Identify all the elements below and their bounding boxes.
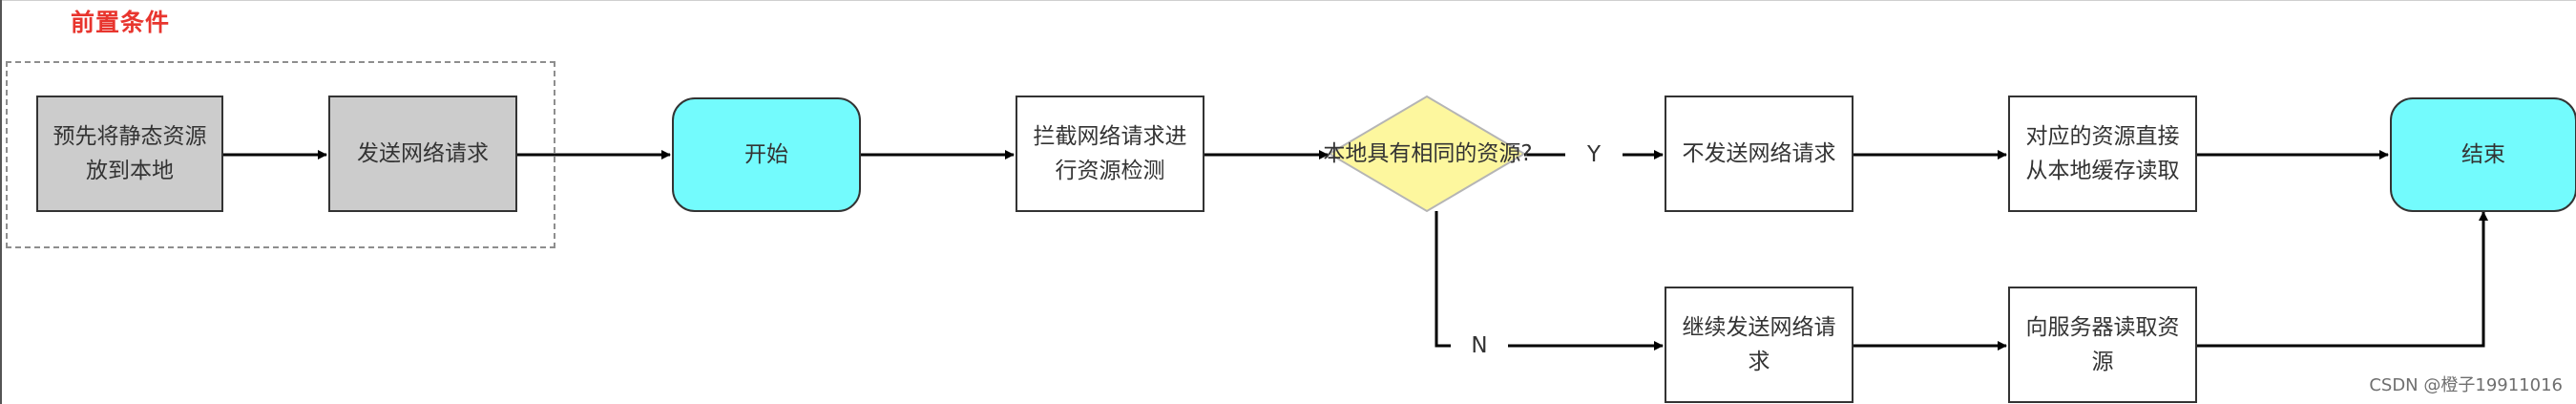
- yes-label: Y: [1586, 142, 1602, 167]
- end-node: 结束: [2390, 97, 2576, 212]
- send-request-node: 发送网络请求: [328, 96, 517, 212]
- decision-label: 本地具有相同的资源?: [1323, 141, 1533, 166]
- preload-node: 预先将静态资源放到本地: [36, 96, 223, 212]
- frame-left-line: [0, 0, 2, 404]
- edge-decision-no-1: [1435, 211, 1451, 348]
- no-label: N: [1471, 333, 1488, 358]
- start-node: 开始: [672, 97, 861, 212]
- continue-send-node: 继续发送网络请求: [1665, 287, 1853, 403]
- intercept-node: 拦截网络请求进行资源检测: [1016, 96, 1204, 212]
- frame-top-line: [0, 0, 2576, 1]
- edge-server-to-end: [2197, 211, 2488, 348]
- decision-diamond: [1328, 95, 1526, 213]
- precondition-title: 前置条件: [71, 9, 171, 36]
- watermark: CSDN @橙子19911016: [2369, 375, 2563, 395]
- no-send-node: 不发送网络请求: [1665, 96, 1853, 212]
- read-server-node: 向服务器读取资源: [2008, 287, 2197, 403]
- read-local-node: 对应的资源直接从本地缓存读取: [2008, 96, 2197, 212]
